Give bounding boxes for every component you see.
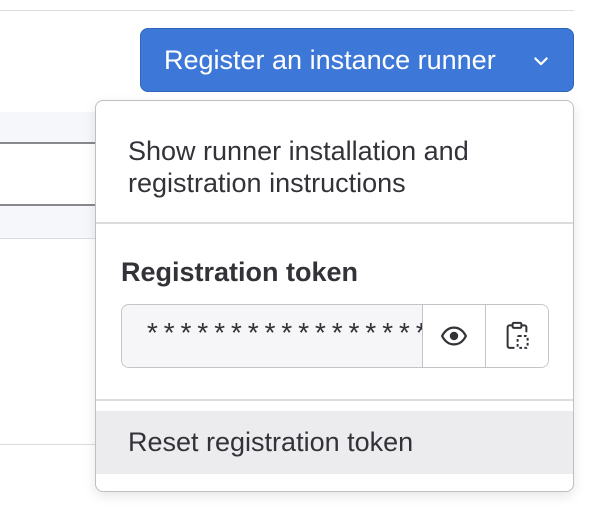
registration-token-heading: Registration token [121, 257, 359, 287]
registration-token-group: ********************* [121, 304, 549, 368]
table-divider [0, 444, 100, 445]
register-instance-runner-button[interactable]: Register an instance runner [140, 28, 574, 92]
reset-registration-token-menu-item[interactable]: Reset registration token [96, 411, 573, 474]
reveal-token-button[interactable] [422, 305, 486, 367]
copy-to-clipboard-icon [506, 321, 529, 349]
table-divider [0, 238, 100, 239]
copy-token-button[interactable] [485, 305, 548, 367]
table-divider [0, 204, 100, 206]
registration-token-field[interactable]: ********************* [122, 305, 423, 367]
table-divider [0, 142, 100, 144]
chevron-down-icon [534, 57, 548, 66]
dropdown-divider [96, 399, 573, 401]
table-header-band [0, 112, 100, 142]
show-instructions-menu-item[interactable]: Show runner installation and registratio… [128, 136, 469, 198]
top-divider [0, 10, 574, 11]
register-button-label: Register an instance runner [164, 44, 496, 75]
register-runner-dropdown: Show runner installation and registratio… [95, 100, 574, 492]
eye-icon [440, 326, 468, 346]
dropdown-divider [96, 222, 573, 224]
table-row-band [0, 206, 100, 238]
